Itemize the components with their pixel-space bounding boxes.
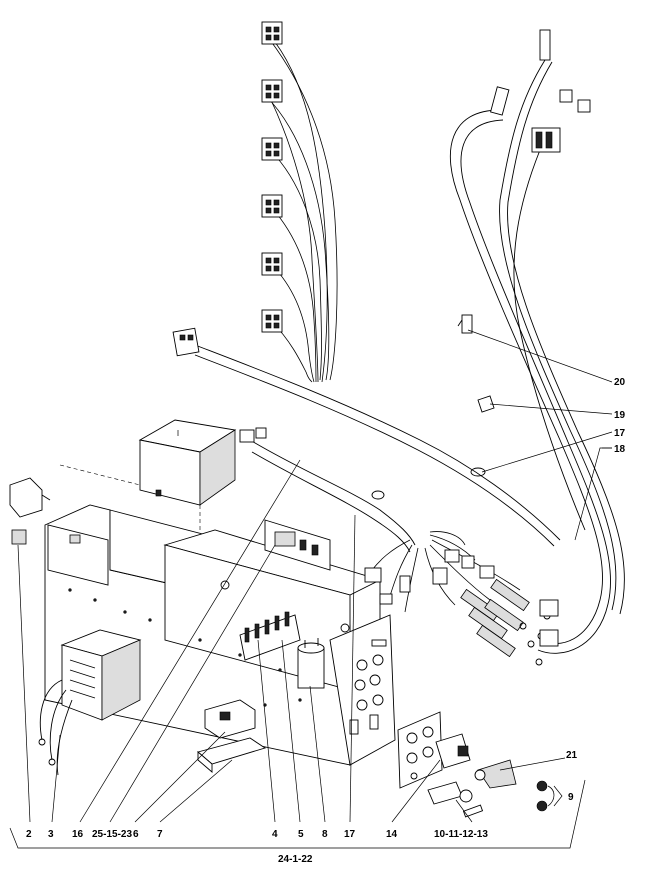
label-6: 6: [133, 829, 139, 840]
label-5: 5: [298, 829, 304, 840]
switch: [435, 733, 471, 769]
label-18: 18: [614, 444, 626, 455]
fuse-holder: [427, 781, 484, 818]
cable-clip-20: [457, 314, 473, 334]
transformer: [38, 629, 142, 776]
chassis-bracket: [47, 524, 109, 586]
label-19: 19: [614, 410, 626, 421]
circuit-board: [264, 519, 331, 571]
label-17-bottom: 17: [344, 829, 356, 840]
label-4: 4: [272, 829, 278, 840]
cable-tie-17-right: [470, 467, 486, 477]
label-10-11-12-13: 10-11-12-13: [434, 829, 488, 840]
label-9: 9: [568, 792, 574, 803]
connector-cluster: [364, 531, 559, 666]
main-cable: [172, 327, 561, 547]
label-24-1-22: 24-1-22: [278, 854, 313, 865]
label-20: 20: [614, 377, 626, 388]
contactor: [204, 699, 256, 739]
cover-plate: [197, 737, 267, 773]
label-8: 8: [322, 829, 328, 840]
label-17-right: 17: [614, 428, 626, 439]
leader-lines: [9, 329, 613, 849]
terminal-strip: [239, 611, 301, 661]
capacitor: [297, 638, 325, 689]
relay-module: [9, 477, 51, 545]
cable-clip-19: [477, 395, 495, 413]
knob: [474, 759, 517, 789]
label-16: 16: [72, 829, 84, 840]
label-2: 2: [26, 829, 32, 840]
mid-cable: [239, 427, 416, 553]
front-panel: [397, 711, 443, 789]
right-cable-loop: [449, 29, 625, 654]
indicator-lamps: [536, 780, 548, 812]
label-7: 7: [157, 829, 163, 840]
connector-harness-left: [261, 21, 338, 383]
label-21: 21: [566, 750, 578, 761]
relay-cover: [138, 419, 237, 506]
label-3: 3: [48, 829, 54, 840]
label-14: 14: [386, 829, 398, 840]
label-25-15-23: 25-15-23: [92, 829, 132, 840]
guide-line: [59, 464, 141, 486]
